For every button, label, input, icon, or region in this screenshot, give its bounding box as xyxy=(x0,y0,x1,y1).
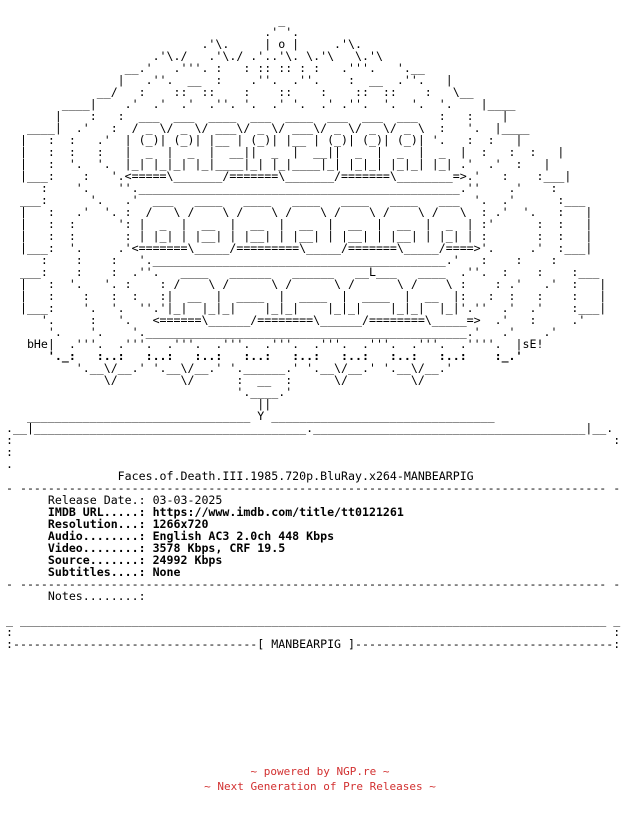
nfo-line: _ xyxy=(6,14,286,27)
nfo-line: .' '. xyxy=(6,25,300,39)
nfo-text: _ .' '. .'\. | o | .'\. .'\./ .'\./ .'..… xyxy=(6,14,634,734)
nfo-line: .__|____________________________________… xyxy=(6,421,614,435)
nfo-line: _ ______________________________________… xyxy=(6,613,621,627)
nfo-line: - --------------------------------------… xyxy=(6,577,621,591)
nfo-line: '. '. '.________________________________… xyxy=(6,325,558,339)
nfo-line: - --------------------------------------… xyxy=(6,481,621,495)
footer: ~ powered by NGP.re ~ ~ Next Generation … xyxy=(0,764,640,794)
nfo-line: .'\./ .'\./ .'..'\. \.'\ \.'\ xyxy=(6,49,383,63)
nfo-line: ___: : : .''. ____ ______ ______ __L___ … xyxy=(6,265,600,279)
nfo-line: __/ : :: :: : :: : :: :: : \__ xyxy=(6,85,474,99)
nfo-line: : : : '.________________________________… xyxy=(6,253,558,267)
nfo-line: '. : '. <======\______/========\______/=… xyxy=(6,313,586,327)
nfo-line: | : : ___ ___ ____ ___ ____ ___ ___ ___ … xyxy=(6,109,509,123)
nfo-line: ________________________________ Y _____… xyxy=(6,409,495,423)
nfo-line: Source.......: 24992 Kbps xyxy=(6,553,223,567)
nfo-line: |___: '. .'<=======\_____/=========\____… xyxy=(6,241,593,255)
nfo-line: | : : ': | _ | __ | __ | __ | __ | __ | … xyxy=(6,217,593,231)
nfo-line: : '. ''.________________________________… xyxy=(6,181,558,195)
nfo-line: ____| .' .' .' .''. '. .' '. .' .''. '. … xyxy=(6,97,516,111)
footer-tagline: ~ Next Generation of Pre Releases ~ xyxy=(204,780,436,793)
nfo-line: | : : : | |_| | |__| | |__| | |__| | |__… xyxy=(6,229,593,243)
nfo-line: .'\. | o | .'\. xyxy=(6,37,362,51)
nfo-line: \/ \/ : __ : \/ \/ xyxy=(6,373,425,387)
nfo-line: : xyxy=(6,445,13,459)
nfo-line: |___: '. '. ''.'|_| |_|_| |_|_| |_|_| |_… xyxy=(6,301,607,315)
nfo-line: : : xyxy=(6,433,621,447)
ascii-art-logo: _ .' '. .'\. | o | .'\. .'\./ .'\./ .'..… xyxy=(6,14,620,651)
nfo-line: : : xyxy=(6,625,621,639)
nfo-line: Audio........: English AC3 2.0ch 448 Kbp… xyxy=(6,529,335,543)
nfo-line: IMDB URL.....: https://www.imdb.com/titl… xyxy=(6,505,404,519)
nfo-line: Video........: 3578 Kbps, CRF 19.5 xyxy=(6,541,286,555)
nfo-line: Faces.of.Death.III.1985.720p.BluRay.x264… xyxy=(6,469,474,483)
nfo-line: Release Date.: 03-03-2025 xyxy=(6,493,223,507)
nfo-line: :-----------------------------------[ MA… xyxy=(6,637,621,651)
footer-powered-by: ~ powered by NGP.re ~ xyxy=(250,765,390,778)
nfo-line: ___: '. .' ___ ____ ____ ____ ____ ____ … xyxy=(6,193,586,207)
nfo-line: | : '. '. : : / \ / \ / \ / \ / \ : : .'… xyxy=(6,277,607,291)
nfo-line: Subtitles....: None xyxy=(6,565,181,579)
nfo-line: | : .' '. : / \ / \ / \ / \ / \ / \ / \ … xyxy=(6,205,593,219)
nfo-line: | : : .' | (_)| (_)| |__ | (_)| |__ | (_… xyxy=(6,133,523,147)
nfo-line: ____| .' : / _ \/ _ \/ ___\/ _ \/ ___\/ … xyxy=(6,121,530,135)
nfo-line: '.__\/__.' '.__\/__.' '.______.' '.__\/_… xyxy=(6,361,453,375)
nfo-line: | : '. '. |_| |_|_| |_|____|_| |_|____|_… xyxy=(6,157,551,171)
nfo-line: || xyxy=(6,397,272,411)
nfo-line: | : : : | _ | _ | __|| _ | __|| _ | _ | … xyxy=(6,145,565,159)
nfo-line: '.____.' xyxy=(6,385,293,399)
nfo-line: |___: : '.<=====\_______/=======\_______… xyxy=(6,169,572,183)
nfo-line: Resolution...: 1266x720 xyxy=(6,517,209,531)
nfo-line: bHe| .'''. .'''. .'''. .'''. .'''. .'''.… xyxy=(6,337,544,351)
nfo-line: __.' .'''. : : :: :: : : .'''. '.__ xyxy=(6,61,425,75)
nfo-line: '._: :..: :..: :..: :..: :..: :..: :..: … xyxy=(6,349,523,363)
nfo-line: . xyxy=(6,457,13,471)
nfo-line: | .''. __ : .''. .''. : __ .''. | xyxy=(6,73,453,87)
nfo-line: Notes........: xyxy=(6,589,146,603)
nfo-line: | : : : : :| __ | ____ | ____ | ____ | _… xyxy=(6,289,607,303)
